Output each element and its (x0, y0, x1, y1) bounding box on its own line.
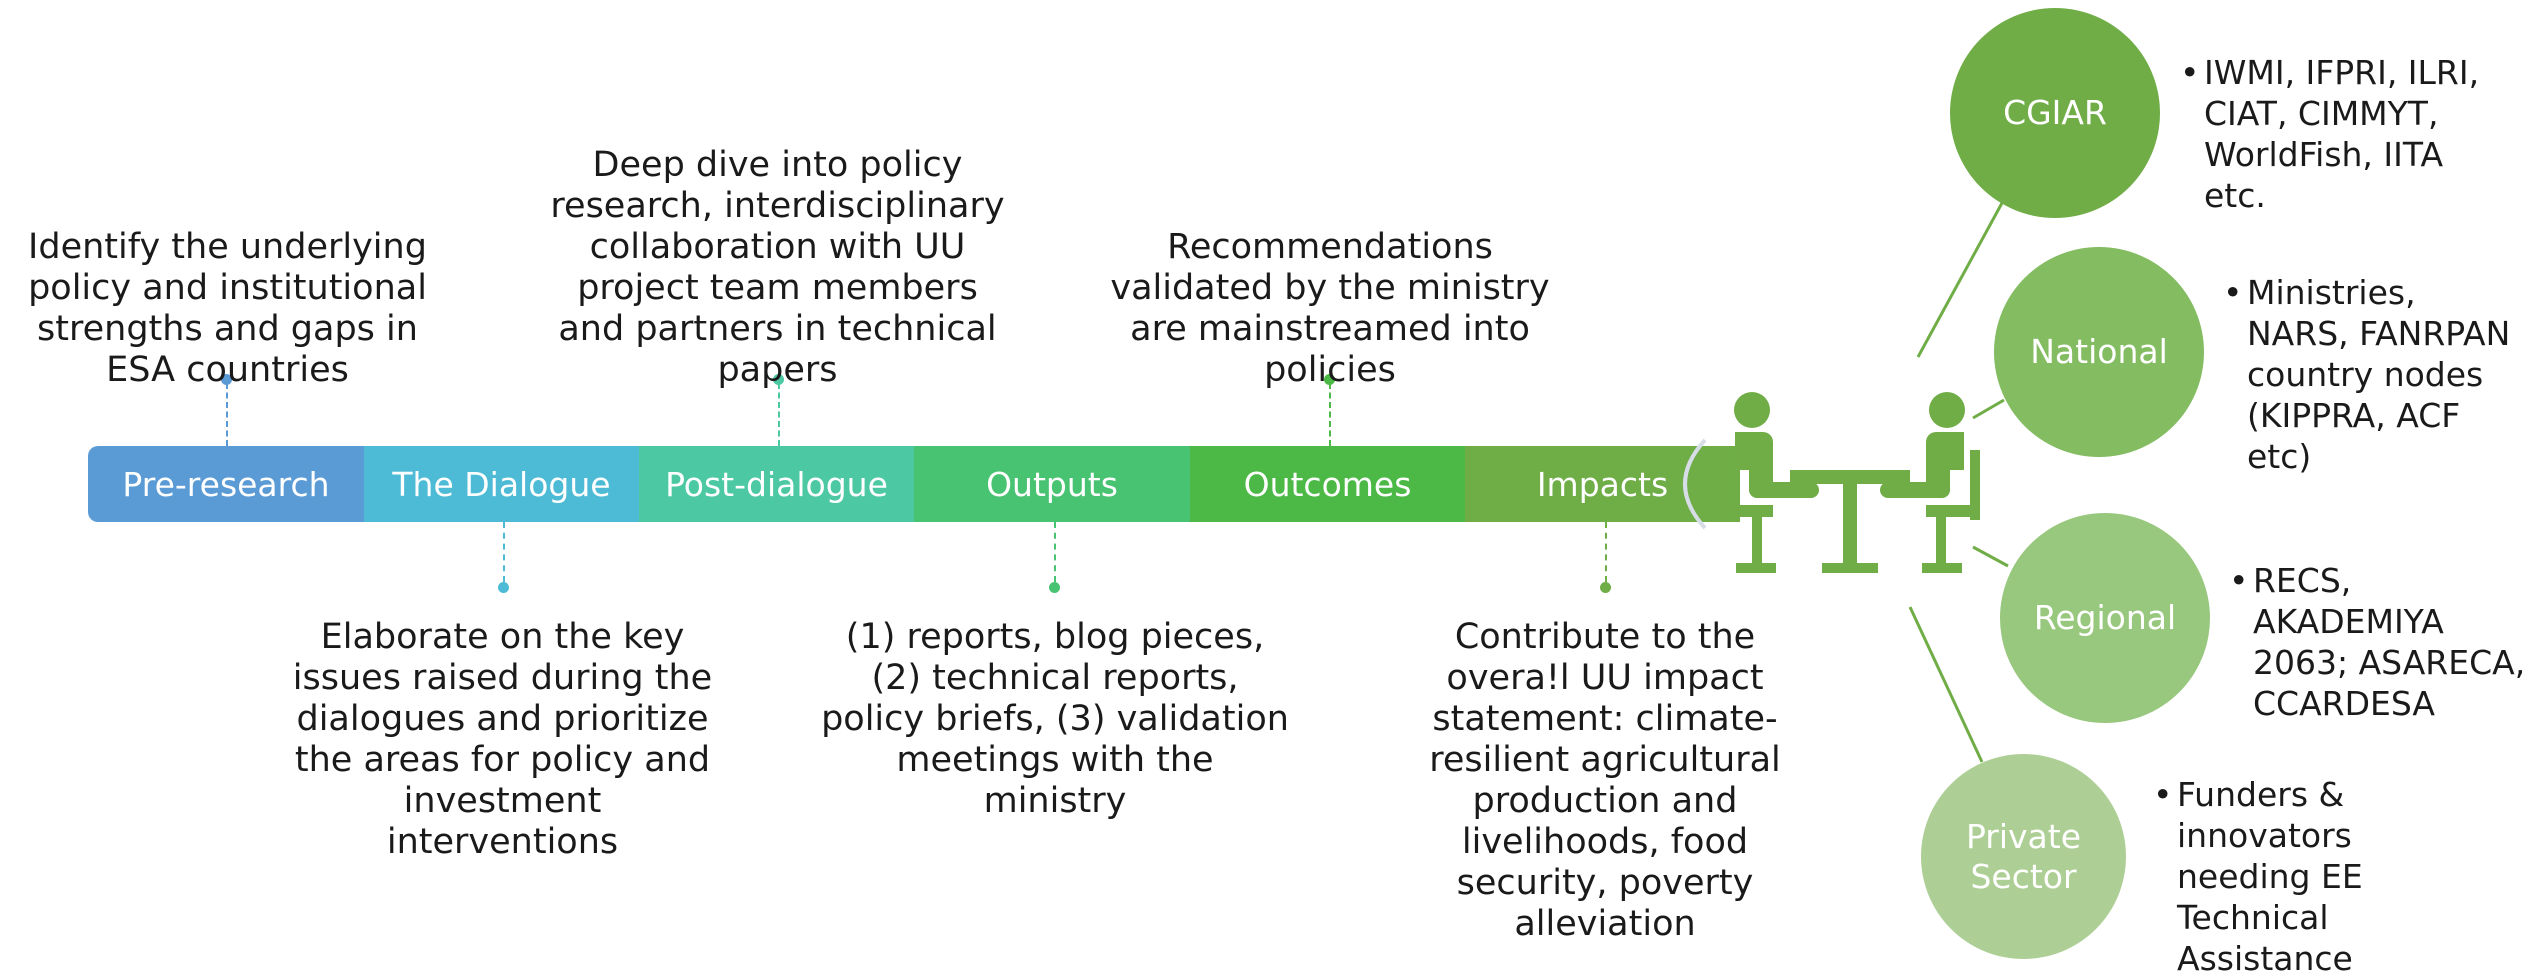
stage-outputs: Outputs (914, 446, 1190, 522)
stakeholder-regional: Regional (2000, 513, 2210, 723)
stage-label: Pre-research (122, 464, 330, 504)
stage-outcomes: Outcomes (1190, 446, 1465, 522)
leader-line-outputs (1054, 522, 1056, 582)
members-national: • Ministries, NARS, FANRPAN country node… (2223, 272, 2523, 477)
note-post-dialogue: Deep dive into policy research, interdis… (550, 145, 1005, 390)
members-text: IWMI, IFPRI, ILRI, CIAT, CIMMYT, WorldFi… (2204, 53, 2480, 215)
connector-lines (1908, 202, 2009, 763)
bullet-icon: • (2223, 273, 2243, 312)
leader-line-the-dialogue (503, 522, 505, 582)
diagram-graphics (1683, 202, 2009, 763)
connector-cgiar (1916, 202, 2004, 358)
leader-dot-outcomes (1324, 374, 1335, 385)
stage-label: Outputs (986, 464, 1118, 504)
leader-dot-impacts (1600, 582, 1611, 593)
leader-dot-post-dialogue (773, 374, 784, 385)
members-text: Ministries, NARS, FANRPAN country nodes … (2247, 273, 2511, 476)
bullet-icon: • (2229, 561, 2249, 600)
leader-line-post-dialogue (778, 383, 780, 446)
stage-post-dialogue: Post-dialogue (639, 446, 914, 522)
stakeholder-national: National (1994, 247, 2204, 457)
note-pre-research: Identify the underlying policy and insti… (28, 227, 427, 390)
leader-dot-the-dialogue (498, 582, 509, 593)
note-impacts: Contribute to the overa!l UU impact stat… (1429, 617, 1781, 944)
leader-dot-pre-research (221, 374, 232, 385)
stage-pre-research: Pre-research (88, 446, 364, 522)
stage-label: The Dialogue (392, 464, 611, 504)
stakeholder-private-sector: Private Sector (1921, 754, 2126, 959)
leader-line-outcomes (1329, 383, 1331, 446)
stage-label: Impacts (1536, 464, 1669, 504)
members-text: RECS, AKADEMIYA 2063; ASARECA, CCARDESA (2253, 561, 2526, 723)
members-regional: • RECS, AKADEMIYA 2063; ASARECA, CCARDES… (2229, 560, 2532, 724)
stakeholder-cgiar: CGIAR (1950, 8, 2160, 218)
note-outputs: (1) reports, blog pieces, (2) technical … (821, 617, 1289, 821)
note-the-dialogue: Elaborate on the key issues raised durin… (292, 617, 713, 862)
members-private-sector: • Funders & innovators needing EE Techni… (2153, 774, 2493, 979)
bullet-icon: • (2180, 53, 2200, 92)
bullet-icon: • (2153, 775, 2173, 814)
connector-regional (1972, 545, 2009, 568)
stage-label: Post-dialogue (665, 464, 888, 504)
leader-dot-outputs (1049, 582, 1060, 593)
leader-line-pre-research (226, 383, 228, 446)
members-cgiar: • IWMI, IFPRI, ILRI, CIAT, CIMMYT, World… (2180, 52, 2500, 216)
stage-the-dialogue: The Dialogue (364, 446, 639, 522)
bracket-arc (1683, 438, 1707, 530)
leader-line-impacts (1605, 522, 1607, 582)
stage-impacts: Impacts (1465, 446, 1740, 522)
connector-national (1972, 398, 2005, 420)
stage-label: Outcomes (1243, 464, 1412, 504)
members-text: Funders & innovators needing EE Technica… (2177, 775, 2363, 978)
people-at-table-icon (1718, 392, 1980, 573)
connector-private (1908, 606, 1984, 763)
note-outcomes: Recommendations validated by the ministr… (1110, 227, 1550, 390)
